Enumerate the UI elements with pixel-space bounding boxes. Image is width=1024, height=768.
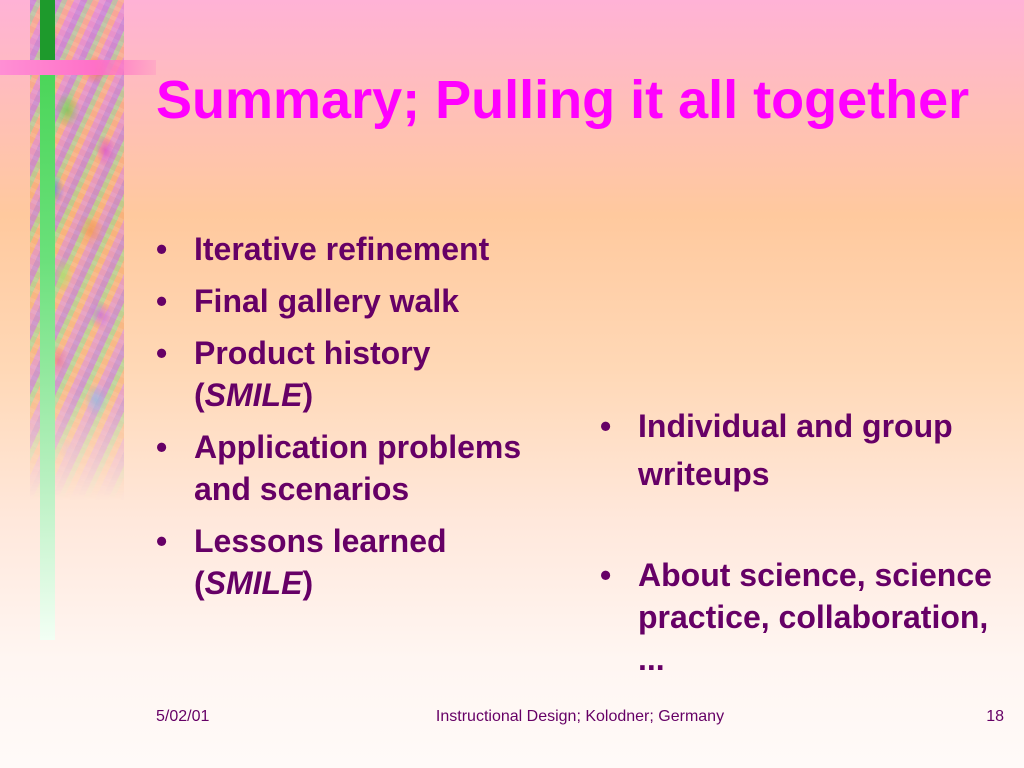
item-text: About science, science practice, collabo… xyxy=(638,557,992,677)
item-text: Application problems and scenarios xyxy=(194,429,522,507)
item-text-end: ) xyxy=(302,565,314,601)
green-vertical-bar xyxy=(40,0,55,640)
slide-title: Summary; Pulling it all together xyxy=(156,70,970,130)
bullet-icon: • xyxy=(600,557,612,593)
right-bullet-list: • Individual and group writeups • About … xyxy=(600,402,1000,680)
item-text: Final gallery walk xyxy=(194,283,459,319)
bullet-icon: • xyxy=(600,408,612,444)
item-text: Iterative refinement xyxy=(194,231,490,267)
footer-title: Instructional Design; Kolodner; Germany xyxy=(435,708,725,725)
item-text-end: ) xyxy=(302,377,314,413)
item-text: Individual and group writeups xyxy=(638,408,953,492)
item-text: Lessons learned ( xyxy=(194,523,447,601)
item-emphasis: SMILE xyxy=(204,377,303,413)
list-item: • About science, science practice, colla… xyxy=(600,554,1000,680)
list-item: • Product history (SMILE) xyxy=(156,332,556,416)
item-text: Product history ( xyxy=(194,335,431,413)
bullet-icon: • xyxy=(156,335,168,371)
list-item: • Application problems and scenarios xyxy=(156,426,556,510)
list-item: • Individual and group writeups xyxy=(600,402,1000,498)
pink-horizontal-bar xyxy=(0,60,156,75)
footer-date: 5/02/01 xyxy=(156,708,210,725)
bullet-icon: • xyxy=(156,429,168,465)
page-number: 18 xyxy=(986,708,1004,725)
left-bullet-list: • Iterative refinement • Final gallery w… xyxy=(156,228,556,614)
bullet-icon: • xyxy=(156,283,168,319)
list-item: • Iterative refinement xyxy=(156,228,556,270)
bullet-icon: • xyxy=(156,231,168,267)
green-vertical-bar-top xyxy=(40,0,55,60)
list-item: • Final gallery walk xyxy=(156,280,556,322)
item-emphasis: SMILE xyxy=(204,565,303,601)
list-item: • Lessons learned (SMILE) xyxy=(156,520,556,604)
bullet-icon: • xyxy=(156,523,168,559)
